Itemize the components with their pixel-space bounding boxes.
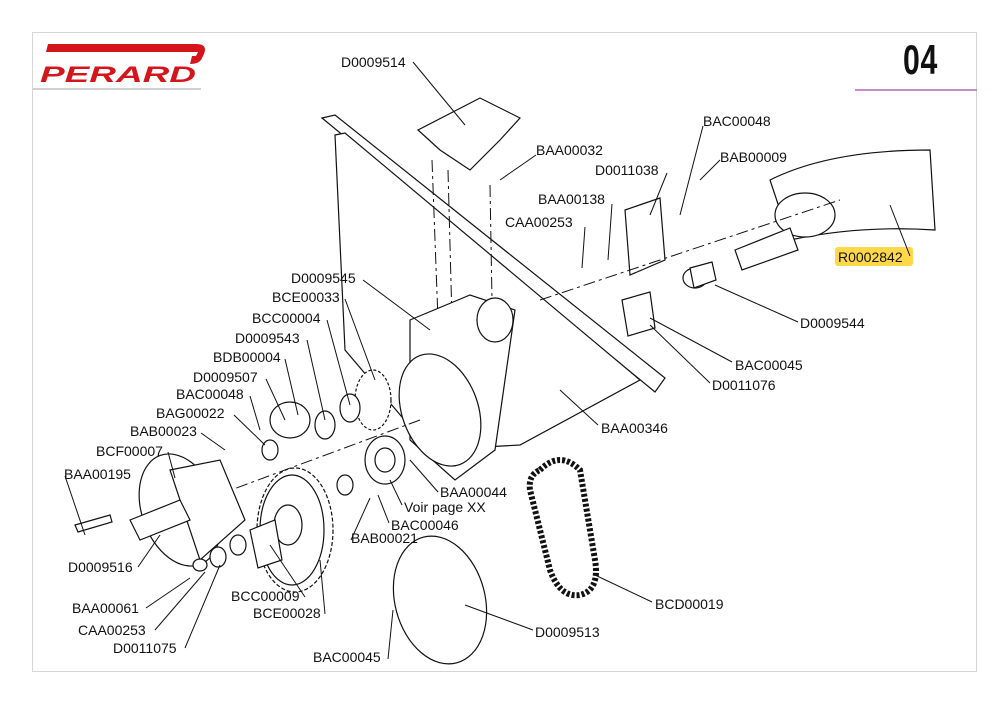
part-label: D0009544 [800, 315, 865, 331]
part-label: BAB00023 [130, 423, 197, 439]
part-label: BAA00044 [440, 484, 507, 500]
part-label: BAA00138 [538, 191, 605, 207]
part-label: BAB00009 [720, 149, 787, 165]
part-label: BAA00346 [601, 420, 668, 436]
part-label: BAA00195 [64, 466, 131, 482]
part-label: BAC00045 [313, 649, 381, 665]
drive-chain-part [526, 457, 599, 599]
part-label: BCE00033 [272, 289, 340, 305]
logo-divider [33, 88, 201, 90]
part-label: D0009513 [535, 624, 600, 640]
part-label: CAA00253 [505, 214, 573, 230]
highlighted-part-badge [835, 247, 913, 266]
part-label: BAA00061 [72, 600, 139, 616]
part-label: CAA00253 [78, 622, 146, 638]
part-label: BCC00009 [231, 588, 300, 604]
rotor-tube-part [682, 149, 936, 289]
part-label: BAC00048 [703, 113, 771, 129]
page-frame [32, 32, 977, 672]
part-label: BCE00028 [253, 605, 321, 621]
part-label: D0011076 [712, 377, 776, 393]
part-label: D0011038 [595, 162, 659, 178]
bearing-plate-small-part [621, 291, 656, 337]
part-label: BCC00004 [252, 310, 321, 326]
part-label: BCD00019 [655, 596, 724, 612]
cover-disc-part [392, 535, 488, 665]
clutch-drum-part [129, 453, 246, 567]
part-label: BAG00022 [156, 405, 225, 421]
part-label: BAA00032 [536, 142, 603, 158]
leader-lines [64, 61, 911, 660]
perard-logo: PERARD [40, 44, 205, 84]
page-number: 04 [903, 36, 939, 83]
large-sprocket-part [249, 467, 334, 593]
part-label-highlighted: R0002842 [838, 249, 903, 265]
page-number-divider [855, 89, 977, 91]
part-label: D0009543 [235, 330, 300, 346]
part-label: BAC00045 [735, 357, 803, 373]
part-label: D0011075 [113, 640, 177, 656]
part-label: BAC00048 [176, 386, 244, 402]
part-label: D0009545 [291, 270, 356, 286]
part-label: BDB00004 [213, 349, 281, 365]
page-reference-label: Voir page XX [404, 499, 486, 515]
bearing-plate-part [624, 197, 666, 276]
part-label: D0009507 [193, 369, 258, 385]
gear-housing-part [398, 294, 516, 481]
part-label: BAB00021 [351, 530, 418, 546]
part-label: BCF00007 [96, 443, 163, 459]
top-cover-part [416, 97, 521, 171]
small-sprocket-part [74, 369, 406, 572]
part-label: BAC00046 [391, 517, 459, 533]
brand-name: PERARD [40, 62, 196, 84]
part-label: D0009516 [68, 559, 133, 575]
part-label: D0009514 [341, 54, 406, 70]
